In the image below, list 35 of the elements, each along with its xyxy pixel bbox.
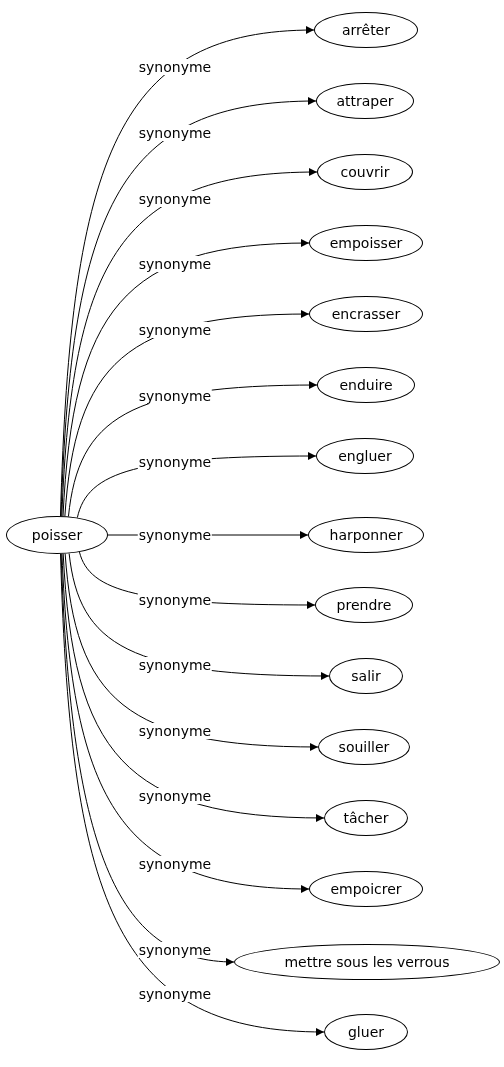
word-ellipse: prendre: [315, 587, 413, 623]
edge-label: synonyme: [137, 941, 213, 958]
word-ellipse: poisser: [6, 516, 108, 554]
edge-label: synonyme: [137, 985, 213, 1002]
word-ellipse: empoicrer: [309, 871, 423, 907]
arrow: [60, 26, 315, 517]
word-ellipse: salir: [329, 658, 403, 694]
word-ellipse: encrasser: [309, 296, 423, 332]
word-ellipse: couvrir: [317, 154, 413, 190]
word-ellipse: enduire: [317, 367, 415, 403]
edge-label: synonyme: [137, 656, 213, 673]
edge-label: synonyme: [137, 856, 213, 873]
word-ellipse: engluer: [316, 438, 414, 474]
word-ellipse: gluer: [324, 1014, 408, 1050]
word-ellipse: tâcher: [324, 800, 408, 836]
arrow: [62, 239, 310, 517]
word-ellipse: souiller: [318, 729, 410, 765]
word-ellipse: arrêter: [314, 12, 418, 48]
arrow: [61, 553, 310, 893]
arrow: [62, 553, 325, 822]
edge-label: synonyme: [137, 788, 213, 804]
edge-label: synonyme: [137, 190, 213, 207]
arrow: [60, 553, 235, 966]
edge-label: synonyme: [137, 388, 213, 405]
edge-label: synonyme: [137, 255, 213, 272]
edge-label: synonyme: [137, 321, 213, 338]
arrow: [61, 168, 318, 517]
word-ellipse: mettre sous les verrous: [234, 944, 500, 980]
edge-label: synonyme: [137, 591, 213, 608]
edge-label: synonyme: [137, 58, 213, 75]
word-ellipse: empoisser: [309, 225, 423, 261]
edge-label: synonyme: [137, 723, 213, 740]
word-ellipse: harponner: [308, 517, 424, 553]
word-ellipse: attraper: [316, 83, 414, 119]
edge-label: synonyme: [137, 124, 213, 141]
